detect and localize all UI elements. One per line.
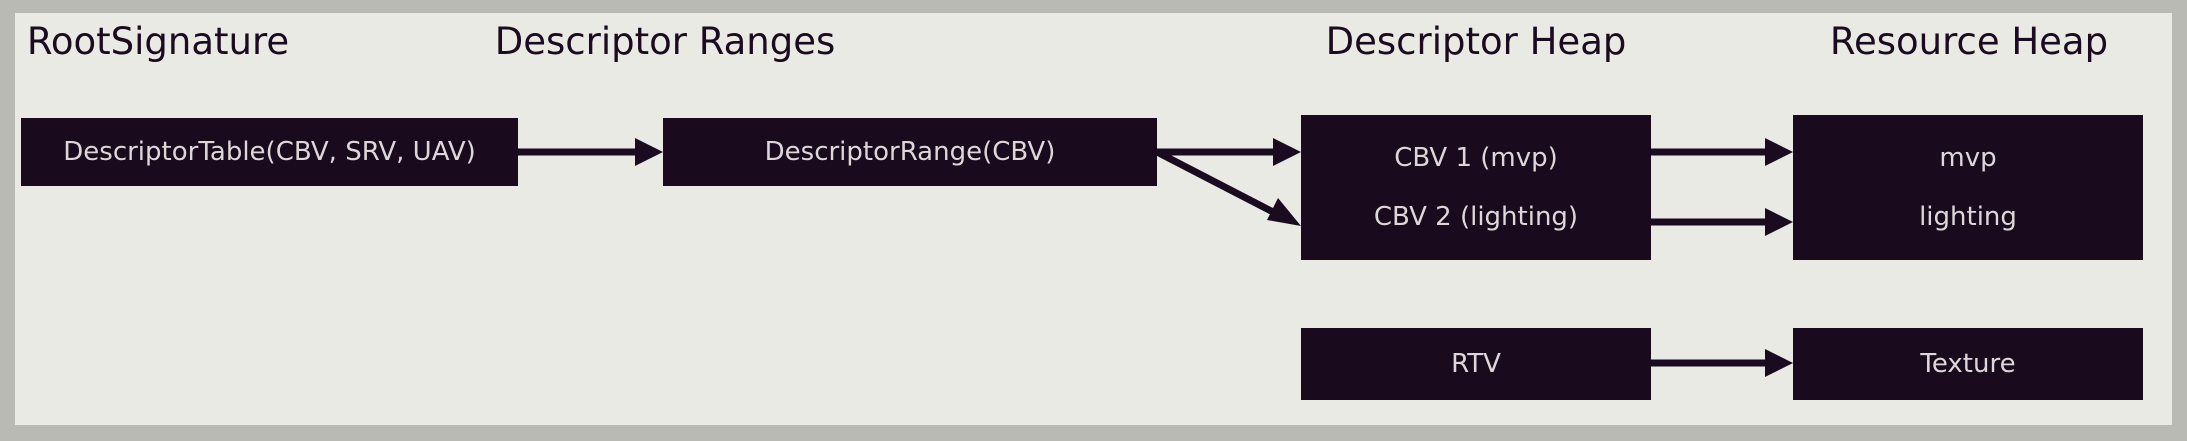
node-descriptor-range[interactable]: DescriptorRange(CBV): [663, 118, 1157, 186]
node-descriptor-table-label: DescriptorTable(CBV, SRV, UAV): [63, 137, 476, 167]
diagram-panel: RootSignature Descriptor Ranges Descript…: [15, 13, 2172, 425]
node-descriptor-heap-entries[interactable]: CBV 1 (mvp) CBV 2 (lighting): [1301, 115, 1651, 260]
column-title-resource-heap: Resource Heap: [1829, 20, 2109, 63]
node-rtv-label: RTV: [1451, 349, 1501, 379]
node-texture-label: Texture: [1920, 349, 2016, 379]
column-title-descriptor-heap: Descriptor Heap: [1325, 20, 1627, 63]
node-texture[interactable]: Texture: [1793, 328, 2143, 400]
node-lighting-label: lighting: [1919, 201, 2017, 232]
node-cbv-2-label: CBV 2 (lighting): [1373, 201, 1579, 232]
node-descriptor-table[interactable]: DescriptorTable(CBV, SRV, UAV): [21, 118, 518, 186]
node-cbv-1-label: CBV 1 (mvp): [1394, 143, 1558, 174]
column-title-root-signature: RootSignature: [26, 20, 290, 63]
node-descriptor-range-label: DescriptorRange(CBV): [764, 137, 1056, 167]
node-rtv[interactable]: RTV: [1301, 328, 1651, 400]
column-title-descriptor-ranges: Descriptor Ranges: [494, 20, 836, 63]
node-resource-heap-entries[interactable]: mvp lighting: [1793, 115, 2143, 260]
node-mvp-label: mvp: [1939, 143, 1997, 174]
